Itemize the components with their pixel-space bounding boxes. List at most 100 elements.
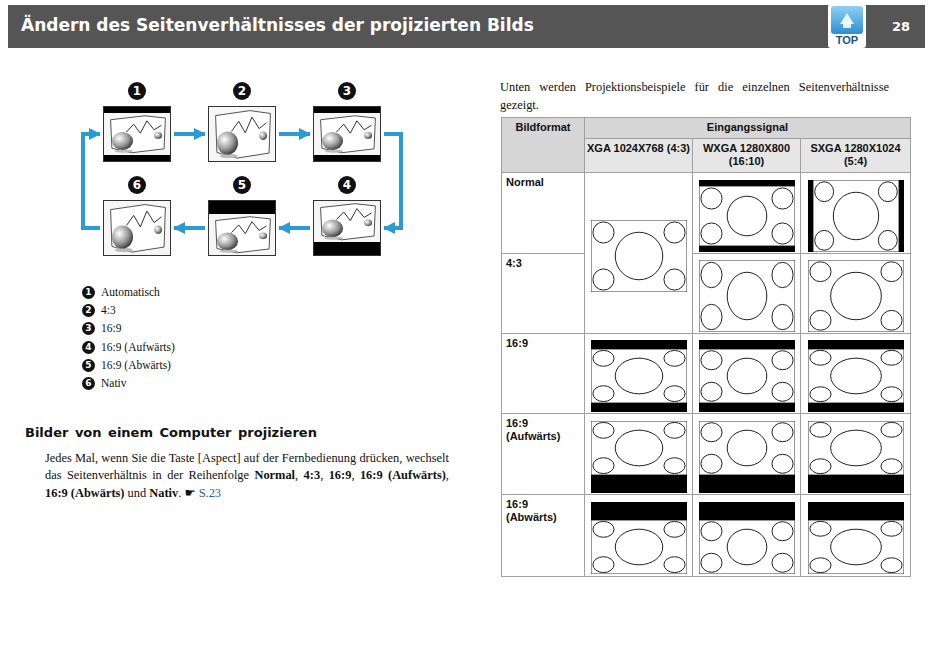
top-icon: TOP	[828, 4, 866, 48]
rect-shape	[592, 341, 687, 412]
rect-shape	[209, 201, 276, 256]
circle-shape	[831, 272, 882, 320]
row-label-cell: Normal	[501, 172, 585, 254]
circle-shape	[727, 358, 767, 394]
circle-shape	[772, 522, 793, 541]
source-image	[808, 421, 904, 475]
rect-shape	[699, 520, 795, 574]
rect-shape	[209, 107, 276, 162]
black-bar	[591, 340, 687, 349]
thumbnail-picture	[103, 106, 171, 162]
black-bar	[808, 403, 904, 412]
source-image	[699, 421, 795, 475]
rect-shape	[809, 181, 904, 252]
image-cell	[800, 253, 911, 334]
circle-shape	[727, 430, 767, 466]
circle-shape	[831, 529, 882, 565]
item-text: 16:9	[101, 321, 121, 336]
circle-shape	[831, 430, 882, 466]
circle-shape	[701, 351, 722, 370]
row-label: 16:9	[506, 337, 578, 350]
rect-shape	[104, 201, 170, 255]
circle-shape	[615, 529, 663, 565]
aspect-thumbnail: 3	[313, 106, 381, 162]
circle-shape	[881, 521, 902, 536]
circle-shape	[593, 521, 614, 537]
polyline-shape	[336, 209, 371, 221]
signal-label: XGA 1024X768 (4:3)	[587, 142, 690, 155]
thumb-image	[104, 113, 170, 155]
rect-shape	[104, 201, 171, 256]
circle-shape	[881, 558, 902, 573]
rect-shape	[314, 201, 381, 256]
row-label: Normal	[506, 176, 578, 189]
aspect-thumbnail: 1	[103, 106, 171, 162]
black-bar	[591, 403, 687, 412]
image-cell	[692, 172, 801, 254]
polygon-shape	[321, 116, 376, 153]
source-image	[813, 180, 899, 252]
callout-number: 3	[338, 82, 356, 100]
body-text: Normal	[254, 468, 295, 482]
circle-shape	[727, 529, 767, 565]
black-bar	[699, 475, 795, 493]
callout-number: 3	[82, 322, 95, 335]
thumbnail-picture	[208, 200, 276, 256]
image-cell	[692, 333, 801, 414]
signal-label: SXGA 1280X1024 (5:4)	[803, 142, 908, 168]
rect-shape	[592, 422, 687, 493]
circle-shape	[772, 262, 793, 287]
black-bar	[313, 242, 381, 256]
ellipse-shape	[220, 250, 238, 253]
circle-shape	[881, 459, 902, 474]
source-image	[808, 349, 904, 403]
cycle-arrow	[83, 134, 100, 228]
circle-shape	[112, 132, 133, 150]
ellipse-shape	[220, 154, 238, 158]
rect-shape	[209, 107, 276, 162]
item-text: 16:9 (Abwärts)	[101, 358, 171, 373]
aspect-thumbnail: 6	[103, 200, 171, 256]
projection-example	[591, 220, 687, 292]
callout-number: 5	[82, 359, 95, 372]
ellipse-shape	[325, 149, 343, 152]
item-text: Nativ	[101, 376, 127, 391]
body-text: 16:9	[329, 468, 352, 482]
image-cell	[800, 333, 911, 414]
polyline-shape	[126, 121, 161, 133]
black-bar	[699, 180, 795, 186]
circle-shape	[593, 350, 614, 366]
circle-shape	[881, 422, 902, 437]
circle-shape	[727, 196, 767, 236]
rect-shape	[700, 422, 795, 493]
source-image	[591, 349, 687, 403]
body-text: .	[178, 486, 181, 500]
circle-shape	[615, 232, 663, 280]
rect-shape	[592, 503, 687, 574]
circle-shape	[701, 382, 722, 401]
rect-shape	[592, 221, 687, 292]
circle-shape	[664, 458, 685, 474]
cycle-arrow	[174, 226, 205, 230]
circle-shape	[810, 558, 831, 573]
thumb-image	[209, 107, 275, 161]
circle-shape	[810, 262, 831, 282]
projection-example	[808, 340, 904, 412]
subheader-cell: XGA 1024X768 (4:3)	[584, 138, 693, 173]
projection-example	[699, 502, 795, 574]
thumb-image	[104, 201, 170, 255]
thumbnail-picture	[313, 200, 381, 256]
cycle-arrow	[174, 132, 205, 136]
rect-shape	[104, 107, 171, 162]
circle-shape	[593, 222, 614, 243]
image-cell	[800, 172, 911, 254]
callout-number: 2	[233, 82, 251, 100]
top-icon-symbol	[828, 4, 866, 34]
rect-shape	[591, 520, 687, 574]
black-bar	[808, 475, 904, 493]
black-bar	[591, 502, 687, 520]
circle-shape	[831, 358, 882, 394]
projection-example	[591, 340, 687, 412]
circle-shape	[322, 220, 343, 237]
circle-shape	[815, 230, 834, 250]
